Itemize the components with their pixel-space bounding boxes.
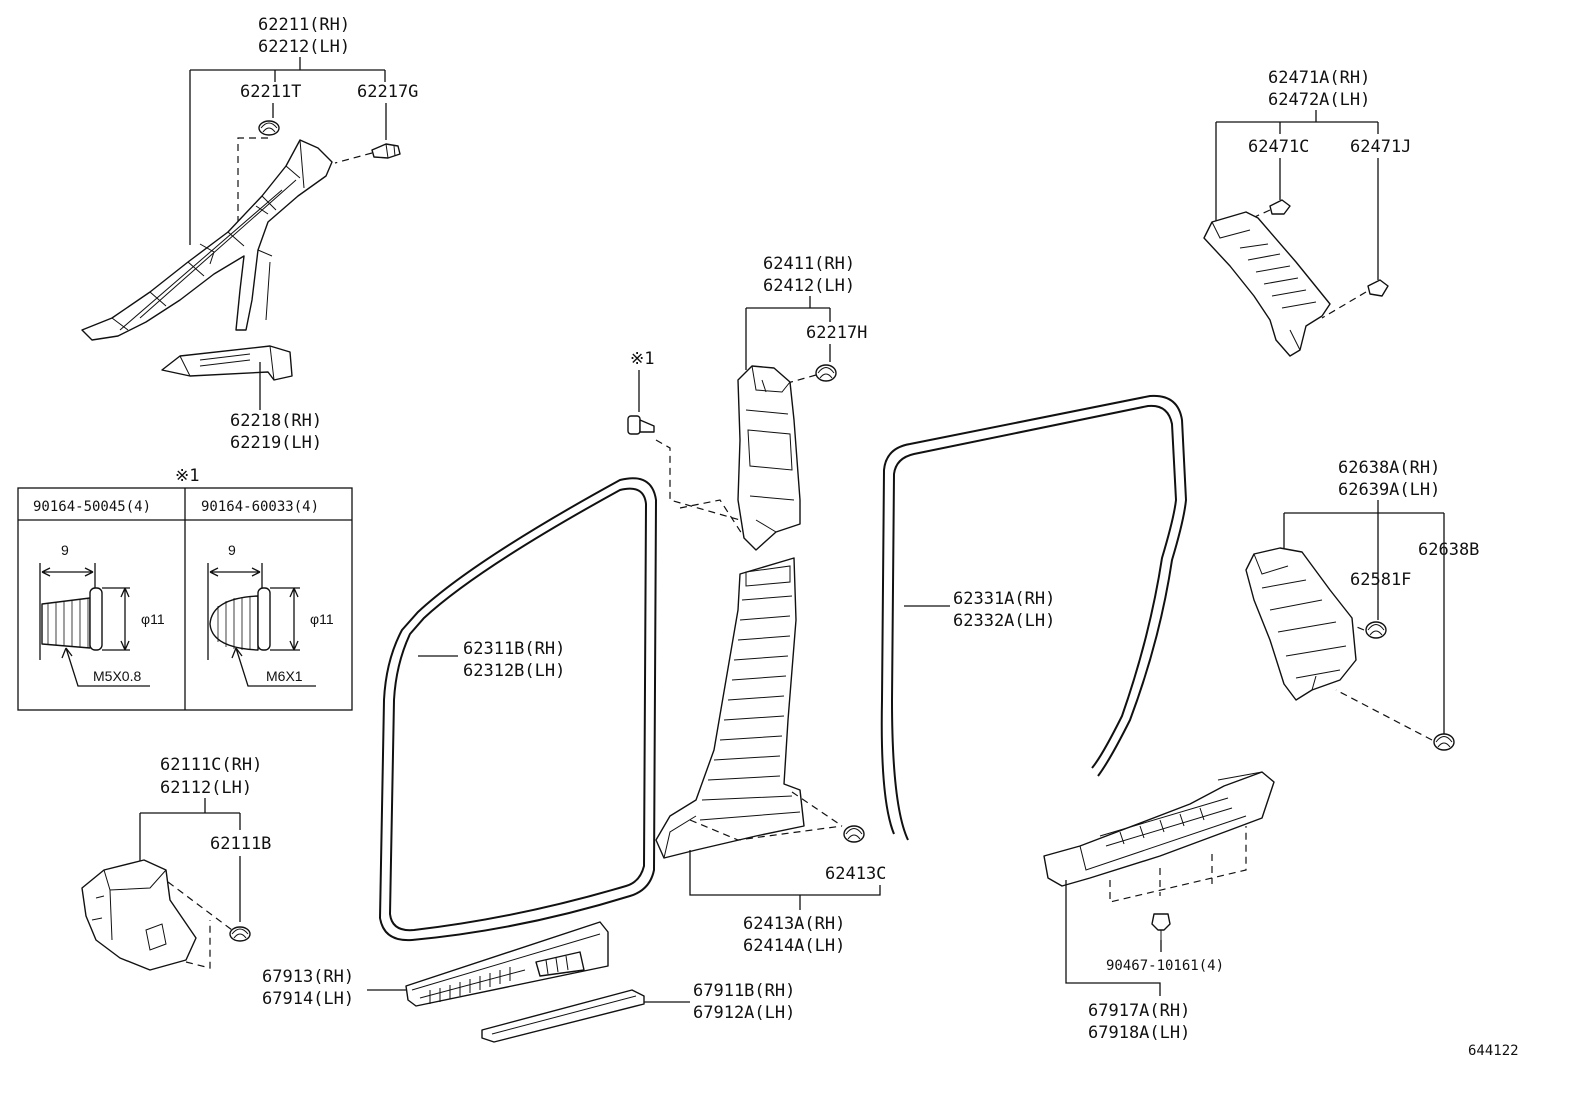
callout-62212-lh: 62212(LH): [258, 37, 350, 57]
callout-62217h: 62217H: [806, 323, 867, 343]
bolt-m5-icon: [39, 563, 150, 687]
note-right-length: 9: [228, 542, 236, 558]
note-right-diameter: φ11: [310, 611, 334, 627]
quarter-trim-group: 62638A(RH) 62639A(LH) 62638B 62581F: [1245, 458, 1479, 751]
leader-62638a: [1283, 500, 1445, 735]
callout-62331a-rh: 62331A(RH): [953, 589, 1055, 609]
leader-62211: [189, 57, 386, 245]
callout-62472a-lh: 62472A(LH): [1268, 90, 1370, 110]
clip-62638b-icon: [1433, 733, 1455, 751]
callout-62112-lh: 62112(LH): [160, 778, 252, 798]
dashed-guide-62111b: [167, 881, 233, 969]
callout-62217g: 62217G: [357, 82, 418, 102]
leader-62111c: [139, 798, 241, 880]
quarter-trim-part: [1245, 547, 1357, 701]
bolt-m6-icon: [207, 563, 316, 687]
leader-62471a: [1215, 110, 1379, 222]
callout-62411-rh: 62411(RH): [763, 254, 855, 274]
note-left-diameter: φ11: [141, 611, 165, 627]
dashed-guide-62217g: [334, 152, 373, 164]
clip-62111b-icon: [229, 926, 251, 942]
callout-67918a-lh: 67918A(LH): [1088, 1023, 1190, 1043]
clip-90467-icon: [1151, 913, 1171, 940]
cowl-side-trim-part: [81, 859, 197, 971]
leader-62413a: [689, 850, 881, 896]
callout-62211-rh: 62211(RH): [258, 15, 350, 35]
pillar-lower-garnish-part: [161, 345, 293, 381]
callout-62471c: 62471C: [1248, 137, 1309, 157]
callout-62412-lh: 62412(LH): [763, 276, 855, 296]
cowl-side-trim-group: 62111C(RH) 62112(LH) 62111B: [81, 755, 271, 971]
callout-62414a-lh: 62414A(LH): [743, 936, 845, 956]
note-left-thread: M5X0.8: [93, 668, 141, 684]
callout-62413c: 62413C: [825, 864, 886, 884]
callout-62312b-lh: 62312B(LH): [463, 661, 565, 681]
clip-62581f-icon: [1365, 621, 1387, 639]
callout-67912a-lh: 67912A(LH): [693, 1003, 795, 1023]
clip-62413c-icon: [843, 825, 865, 843]
rear-door-opening-trim-part: [880, 394, 1188, 835]
note-box-marker: ※1: [175, 466, 199, 486]
note-right-part-number: 90164-60033(4): [201, 499, 319, 515]
leader-clips-top: [272, 103, 387, 140]
center-pillar-upper-garnish-part: [737, 365, 801, 551]
front-pillar-garnish-part: [81, 139, 333, 341]
dashed-guide-note-bolt: [655, 439, 747, 541]
note-left-part-number: 90164-50045(4): [33, 499, 151, 515]
dashed-guide-62413c: [689, 791, 843, 841]
clip-62217g-icon: [371, 143, 401, 159]
fastener-note-box: ※1 90164-50045(4) 90164-60033(4) 9 φ11 M…: [17, 466, 353, 711]
door-scuff-plate-67911b-part: [481, 989, 645, 1043]
rear-scuff-group: 90467-10161(4) 67917A(RH) 67918A(LH): [1043, 771, 1275, 1043]
dashed-guide-62211t: [237, 137, 268, 252]
front-door-opening-trim-group: 62311B(RH) 62312B(LH): [378, 477, 658, 942]
clip-62211t-icon: [258, 120, 280, 136]
scuff-plate-group: 67913(RH) 67914(LH) 67911B(RH) 67912A(LH…: [262, 921, 795, 1043]
front-door-opening-trim-part: [378, 477, 658, 942]
scuff-plate-67913-part: [405, 921, 609, 1007]
callout-67914-lh: 67914(LH): [262, 989, 354, 1009]
front-pillar-garnish-group: 62211(RH) 62212(LH) 62211T 62217G 62: [81, 15, 418, 453]
callout-62218-rh: 62218(RH): [230, 411, 322, 431]
note-right-thread: M6X1: [266, 668, 303, 684]
callout-90467: 90467-10161(4): [1106, 958, 1224, 974]
leader-67917a: [1065, 880, 1161, 996]
center-pillar-group: ※1 62411(RH) 62412(LH) 62217H 624: [627, 254, 886, 956]
roof-side-garnish-part: [1203, 211, 1331, 357]
callout-62311b-rh: 62311B(RH): [463, 639, 565, 659]
center-pillar-lower-garnish-part: [655, 557, 805, 859]
roof-side-garnish-group: 62471A(RH) 62472A(LH) 62471C 62471J: [1203, 68, 1411, 357]
leader-62411: [745, 296, 831, 370]
rear-door-opening-trim-group: 62331A(RH) 62332A(LH): [880, 394, 1188, 841]
callout-62413a-rh: 62413A(RH): [743, 914, 845, 934]
callout-62111c-rh: 62111C(RH): [160, 755, 262, 775]
clip-62471c-icon: [1269, 199, 1291, 215]
callout-67911b-rh: 67911B(RH): [693, 981, 795, 1001]
leader-clips-62471: [1279, 158, 1379, 280]
callout-62639a-lh: 62639A(LH): [1338, 480, 1440, 500]
illustration-number: 644122: [1468, 1043, 1519, 1059]
callout-67913-rh: 67913(RH): [262, 967, 354, 987]
callout-62471j: 62471J: [1350, 137, 1411, 157]
callout-67917a-rh: 67917A(RH): [1088, 1001, 1190, 1021]
note-left-length: 9: [61, 542, 69, 558]
callout-note-marker: ※1: [630, 349, 654, 369]
callout-62332a-lh: 62332A(LH): [953, 611, 1055, 631]
rear-scuff-plate-part: [1043, 771, 1275, 887]
callout-62638b: 62638B: [1418, 540, 1479, 560]
callout-62581f: 62581F: [1350, 570, 1411, 590]
clip-62471j-icon: [1367, 279, 1389, 297]
bolt-ref-1-icon: [627, 415, 655, 435]
callout-62638a-rh: 62638A(RH): [1338, 458, 1440, 478]
dashed-guide-90467: [1109, 826, 1247, 903]
callout-62219-lh: 62219(LH): [230, 433, 322, 453]
callout-62211t: 62211T: [240, 82, 301, 102]
callout-62111b: 62111B: [210, 834, 271, 854]
clip-62217h-icon: [815, 364, 837, 382]
callout-62471a-rh: 62471A(RH): [1268, 68, 1370, 88]
